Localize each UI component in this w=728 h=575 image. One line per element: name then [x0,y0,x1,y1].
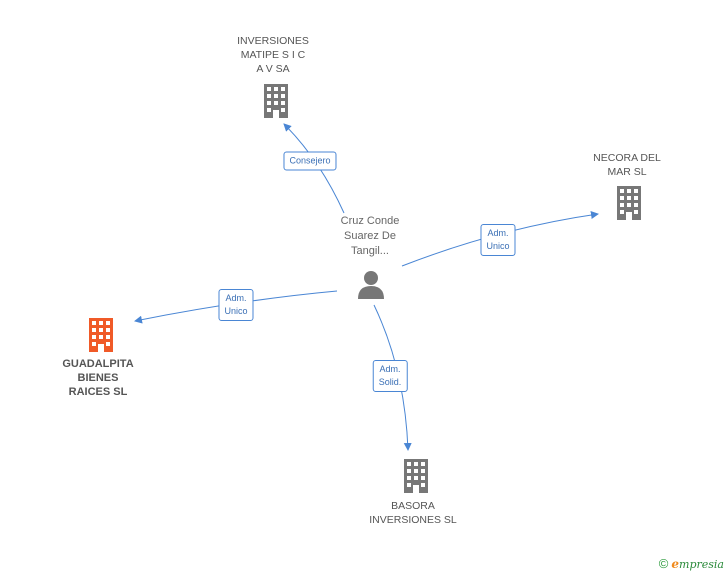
company-label-basora[interactable]: BASORA INVERSIONES SL [369,500,457,526]
edge-label-adm-unico-necora: Adm. Unico [480,224,516,256]
company-label-necora-del-mar[interactable]: NECORA DEL MAR SL [593,152,661,178]
edge-label-text: Adm. Solid. [378,364,402,387]
company-node-guadalpita[interactable] [86,318,116,357]
edge-label-text: Adm. Unico [224,293,248,316]
building-icon [617,186,641,220]
company-node-inversiones-matipe[interactable] [261,84,291,123]
company-label-inversiones-matipe[interactable]: INVERSIONES MATIPE S I C A V SA [237,35,309,75]
company-node-necora-del-mar[interactable] [614,186,644,225]
brand-logo-text: mpresia [679,558,724,571]
company-node-basora[interactable] [401,459,431,498]
footer-brand: ©empresia [659,556,724,571]
edge-label-adm-unico-guadalpita: Adm. Unico [218,289,254,321]
person-name[interactable]: Cruz Conde Suarez De Tangil... [340,215,400,257]
person-node[interactable] [357,270,385,305]
building-icon [404,459,428,493]
edge-label-adm-solid-basora: Adm. Solid. [372,360,408,392]
edge-label-consejero: Consejero [283,151,337,171]
edge-label-text: Consejero [289,155,331,166]
edge-label-text: Adm. Unico [486,228,510,251]
building-icon [264,84,288,118]
copyright-icon: © [658,556,669,571]
company-label-guadalpita[interactable]: GUADALPITA BIENES RAICES SL [62,358,134,398]
building-icon [89,318,113,352]
person-icon [358,271,384,299]
brand-logo-e: e [671,557,680,571]
